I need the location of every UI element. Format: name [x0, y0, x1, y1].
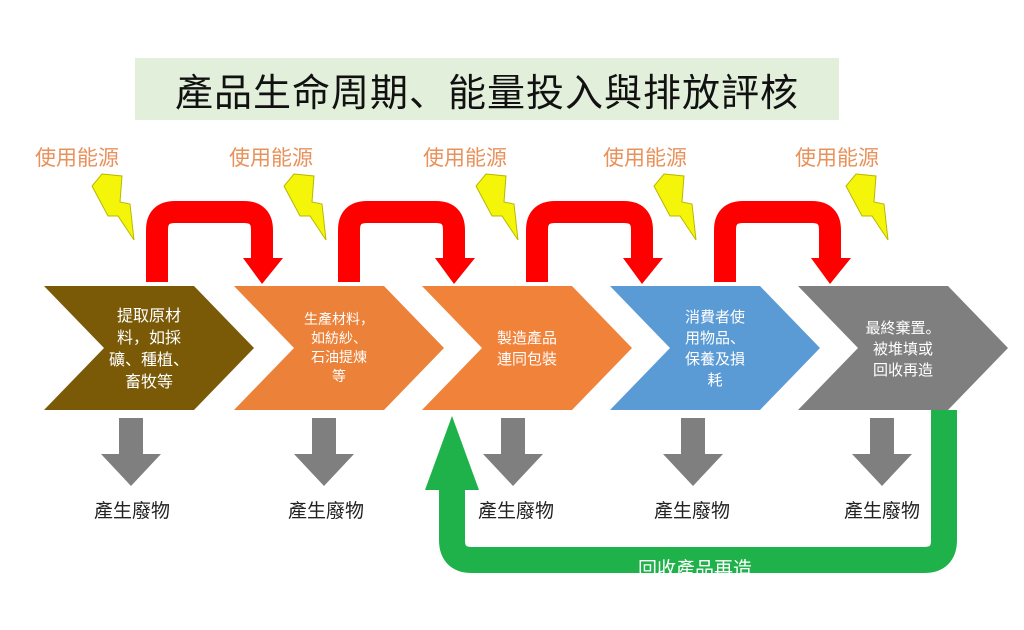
- stage-chevron-2: [234, 286, 444, 410]
- waste-label: 產生廢物: [843, 500, 920, 522]
- transport-label: 運輸: [572, 231, 606, 251]
- stage-text-1: 提取原材 料，如採 礦、種植、 畜牧等: [108, 306, 189, 391]
- waste-label: 產生廢物: [93, 500, 170, 522]
- transport-label: 運輸: [192, 231, 226, 251]
- waste-label: 產生廢物: [287, 500, 364, 522]
- waste-label: 產生廢物: [653, 500, 730, 522]
- transport-label: 運輸: [760, 231, 794, 251]
- recycle-arrow-head: [425, 416, 479, 490]
- stage-text-3: 製造產品 連同包裝: [496, 329, 557, 368]
- transport-arrow-2: [338, 201, 475, 284]
- title-banner: 產品生命周期、能量投入與排放評核: [135, 58, 839, 120]
- stage-chevron-5: [798, 286, 1008, 410]
- transport-label: 運輸: [384, 231, 418, 251]
- waste-arrow-3: [483, 418, 543, 486]
- energy-label: 使用能源: [423, 146, 507, 170]
- lightning-bolt-icon: [283, 173, 327, 241]
- stage-chevron-1: [44, 286, 254, 410]
- stage-text-5: 最終棄置。 被堆填或 回收再造: [865, 318, 941, 379]
- energy-label: 使用能源: [229, 146, 313, 170]
- waste-arrow-4: [663, 418, 723, 486]
- waste-arrow-1: [101, 418, 161, 486]
- waste-arrow-5: [852, 418, 912, 486]
- energy-label: 使用能源: [603, 146, 687, 170]
- stage-chevron-4: [610, 286, 820, 410]
- lightning-bolt-icon: [91, 173, 135, 241]
- energy-label: 使用能源: [795, 146, 879, 170]
- page-title: 產品生命周期、能量投入與排放評核: [174, 70, 799, 115]
- stage-text-4: 消費者使 用物品、 保養及損 耗: [684, 308, 745, 389]
- stage-chevron-3: [422, 286, 632, 410]
- energy-label: 使用能源: [35, 146, 119, 170]
- transport-arrow-3: [526, 201, 663, 284]
- waste-label: 產生廢物: [477, 500, 554, 522]
- recycle-label: 回收產品再造: [637, 558, 752, 580]
- transport-arrow-1: [146, 201, 283, 284]
- transport-arrow-4: [714, 201, 851, 284]
- waste-arrow-2: [294, 418, 354, 486]
- lightning-bolt-icon: [845, 173, 889, 241]
- lightning-bolt-icon: [653, 173, 697, 241]
- stage-text-2: 生產材料， 如紡紗、 石油提煉 等: [304, 312, 374, 385]
- lightning-bolt-icon: [475, 173, 519, 241]
- recycle-loop-arrow: [439, 410, 957, 573]
